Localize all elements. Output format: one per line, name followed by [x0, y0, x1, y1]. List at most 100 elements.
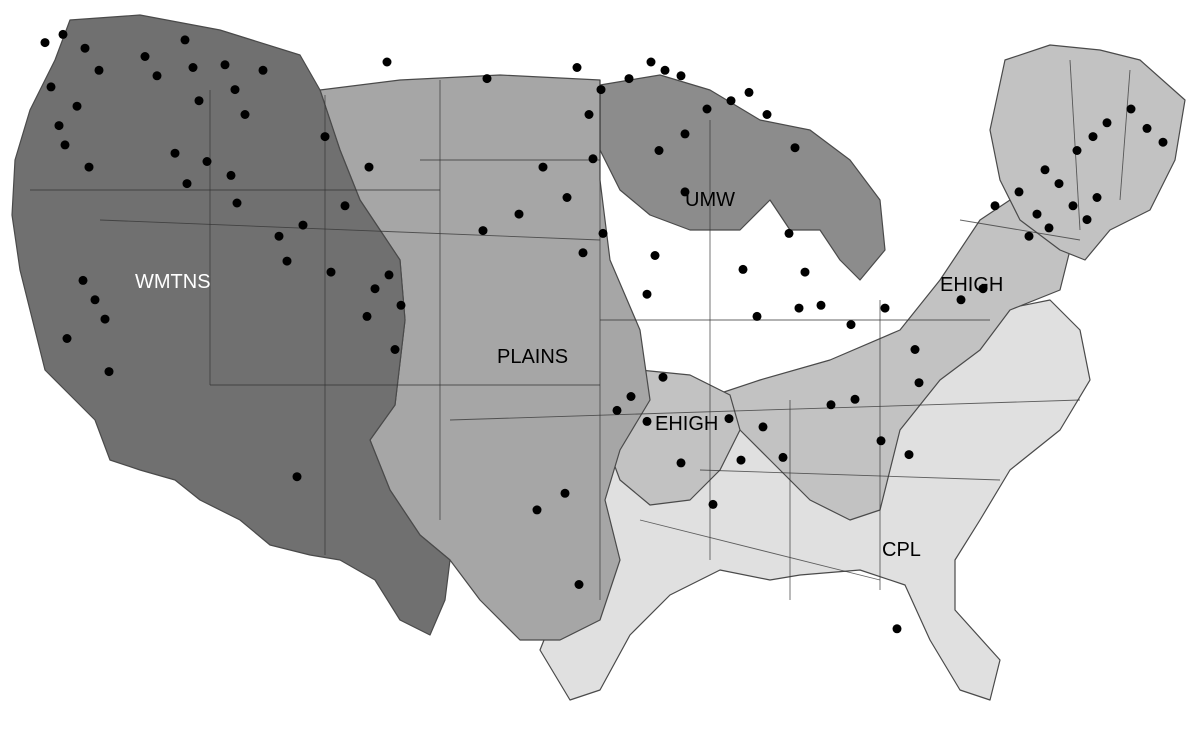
site-marker [588, 154, 598, 164]
site-marker [562, 193, 572, 202]
site-marker [72, 101, 82, 111]
site-marker [514, 209, 524, 219]
site-marker [384, 270, 394, 280]
site-marker [624, 74, 634, 84]
site-marker [876, 436, 886, 446]
site-marker [62, 334, 72, 343]
region-labels: WMTNS PLAINS UMW EHIGH EHIGH CPL [135, 189, 1003, 561]
site-marker [1072, 146, 1082, 155]
site-marker [1040, 165, 1050, 175]
site-marker [220, 60, 230, 70]
site-marker [170, 148, 180, 158]
region-umw-area [599, 74, 886, 281]
site-marker [1054, 179, 1064, 189]
site-marker [910, 345, 920, 354]
site-marker [724, 414, 734, 424]
site-marker [1092, 193, 1102, 202]
site-marker [784, 228, 794, 238]
site-marker [794, 303, 804, 313]
site-marker [680, 187, 690, 197]
site-marker [738, 264, 748, 274]
site-marker [762, 110, 772, 119]
state-borders [30, 59, 1131, 600]
site-marker [612, 405, 622, 415]
site-marker [78, 275, 88, 285]
region-label-ehigh-ozark: EHIGH [655, 413, 718, 435]
site-marker [904, 450, 914, 460]
site-marker [744, 87, 754, 97]
site-marker [1068, 201, 1078, 211]
site-marker [574, 580, 584, 589]
site-marker [846, 320, 856, 330]
site-marker [892, 624, 902, 634]
site-marker [1126, 104, 1136, 114]
site-marker [642, 416, 652, 426]
region-ehigh-area [714, 199, 1071, 521]
site-marker [1044, 223, 1054, 233]
site-marker [642, 289, 652, 299]
site-marker [230, 85, 240, 95]
site-marker [188, 63, 198, 72]
site-marker [1032, 209, 1042, 219]
site-marker [758, 422, 768, 432]
site-marker [226, 170, 236, 180]
site-marker [84, 162, 94, 172]
site-marker [382, 57, 392, 67]
site-marker [282, 256, 292, 266]
site-marker [826, 400, 836, 410]
site-marker [850, 394, 860, 404]
site-marker [180, 35, 190, 45]
site-marker [560, 488, 570, 498]
site-marker [708, 499, 718, 509]
site-marker [778, 452, 788, 462]
site-marker [478, 226, 488, 236]
site-marker [1158, 137, 1168, 147]
site-marker [572, 63, 582, 72]
site-marker [362, 311, 372, 321]
site-marker [60, 140, 70, 150]
site-marker [658, 372, 668, 382]
site-marker [80, 43, 90, 53]
site-marker [578, 248, 588, 258]
site-marker [232, 198, 242, 208]
site-marker [40, 38, 50, 48]
site-marker [58, 29, 68, 39]
region-wmtns-area [11, 14, 451, 636]
site-marker [736, 455, 746, 465]
site-marker [140, 52, 150, 61]
site-marker [1142, 123, 1152, 133]
site-marker [298, 220, 308, 230]
site-marker [676, 71, 686, 81]
site-marker [340, 201, 350, 211]
site-marker [626, 392, 636, 401]
region-label-cpl: CPL [882, 539, 921, 561]
region-ehigh-area-northeast [989, 44, 1186, 261]
ecoregion-areas [11, 14, 1186, 701]
site-marker [816, 300, 826, 310]
site-marker [598, 228, 608, 238]
site-marker [292, 472, 302, 482]
site-marker [104, 367, 114, 377]
site-marker [1102, 118, 1112, 128]
site-marker [202, 157, 212, 166]
site-marker [46, 82, 56, 92]
site-marker [94, 65, 104, 75]
site-marker [914, 378, 924, 388]
site-marker [240, 110, 250, 119]
site-marker [182, 179, 192, 189]
region-label-ehigh-northeast: EHIGH [940, 274, 1003, 296]
site-marker [650, 251, 660, 260]
site-marker [990, 201, 1000, 211]
region-label-umw: UMW [685, 189, 735, 211]
site-marker [584, 110, 594, 119]
site-marker [54, 121, 64, 131]
site-marker [676, 458, 686, 468]
site-marker [320, 132, 330, 142]
site-marker [100, 314, 110, 324]
site-marker [1088, 132, 1098, 142]
site-marker [538, 162, 548, 172]
site-marker [752, 311, 762, 321]
site-marker [680, 129, 690, 139]
site-marker [258, 65, 268, 75]
site-marker [326, 267, 336, 277]
